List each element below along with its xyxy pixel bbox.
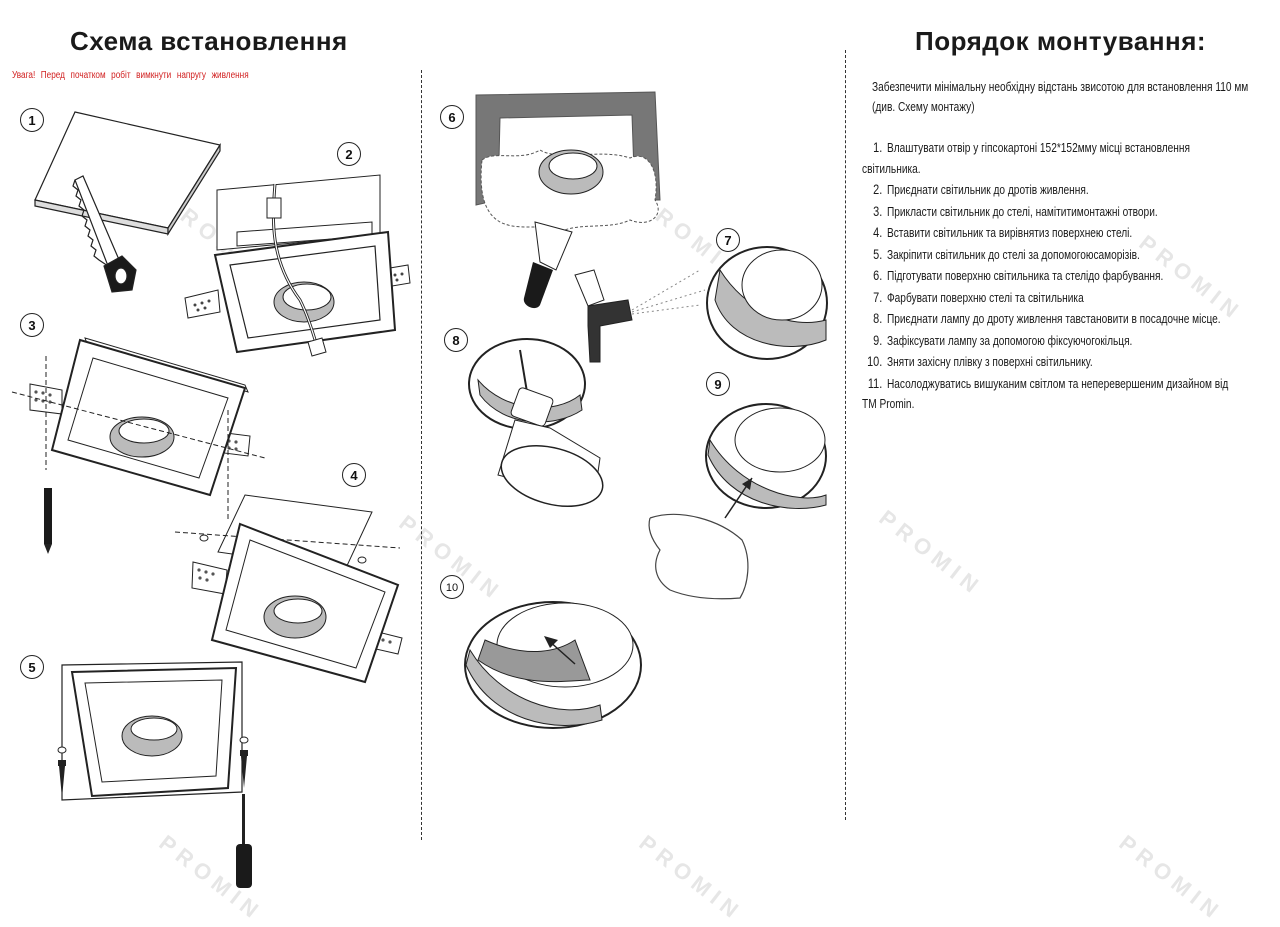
screw-icon: [240, 750, 248, 788]
watermark: PROMIN: [874, 505, 988, 602]
step-item: 4.Вставити світильник та вирівнятиз пове…: [873, 224, 1133, 240]
watermark: PROMIN: [1114, 830, 1228, 927]
column-divider: [421, 70, 422, 840]
screw-icon: [58, 760, 66, 798]
drywall-saw-illustration: [34, 111, 221, 293]
film-removal-illustration: [464, 601, 642, 729]
step-item: 7.Фарбувати поверхню стелі та світильник…: [873, 288, 1084, 305]
step-item: 1.Влаштувати отвір у гіпсокартоні 152*15…: [862, 139, 1190, 176]
step-item: 10.Зняти захісну плівку з поверхні світи…: [867, 353, 1093, 369]
step-item: 5.Закріпити світильник до стелі за допом…: [873, 245, 1140, 262]
step-badge-3: 3: [20, 313, 44, 337]
painting-illustration: [574, 246, 828, 363]
power-off-warning: Увага! Перед початком робіт вимкнути нап…: [12, 70, 249, 81]
mounting-order-title: Порядок монтування:: [915, 26, 1207, 56]
step-item: 6.Підготувати поверхню світильника та ст…: [873, 267, 1164, 283]
spray-gun-icon: [574, 269, 706, 363]
step-item: 2.Приєднати світильник до дротів живленн…: [873, 181, 1089, 197]
installation-scheme-title: Схема встановлення: [70, 26, 348, 56]
step-item: 8.Приєднати лампу до дроту живлення тавс…: [873, 310, 1221, 326]
step-badge-1: 1: [20, 108, 44, 132]
column-divider: [845, 50, 846, 820]
marking-illustration: [11, 337, 266, 554]
wiring-illustration: [184, 174, 411, 357]
saw-icon: [72, 175, 137, 293]
lamp-connection-illustration: [468, 338, 604, 507]
surface-prep-illustration: [475, 91, 661, 309]
drywall-sheet: [34, 111, 221, 237]
spatula-icon: [523, 221, 573, 309]
step-item: 9.Зафіксувати лампу за допомогою фіксуюч…: [873, 331, 1133, 348]
step-item: 11.Насолоджуватись вишуканим світлом та …: [862, 374, 1229, 412]
insertion-illustration: [174, 494, 403, 684]
step-badge-2: 2: [337, 142, 361, 166]
step-badge-7: 7: [716, 228, 740, 252]
spring-ring: [648, 513, 749, 600]
watermark: PROMIN: [634, 830, 748, 927]
step-badge-5: 5: [20, 655, 44, 679]
step-badge-9: 9: [706, 372, 730, 396]
fixing-ring-illustration: [648, 403, 827, 600]
screwing-illustration: [57, 661, 252, 888]
step-item: 3.Прикласти світильник до стелі, намітит…: [873, 202, 1158, 219]
step-badge-6: 6: [440, 105, 464, 129]
clearance-note: Забезпечити мінімальну необхідну відстан…: [872, 79, 1249, 114]
screwdriver-icon: [236, 794, 252, 888]
step-badge-8: 8: [444, 328, 468, 352]
step-badge-4: 4: [342, 463, 366, 487]
pencil-icon: [44, 488, 52, 554]
step-badge-10: 10: [440, 575, 464, 599]
mounting-steps: 1.Влаштувати отвір у гіпсокартоні 152*15…: [862, 137, 1280, 415]
